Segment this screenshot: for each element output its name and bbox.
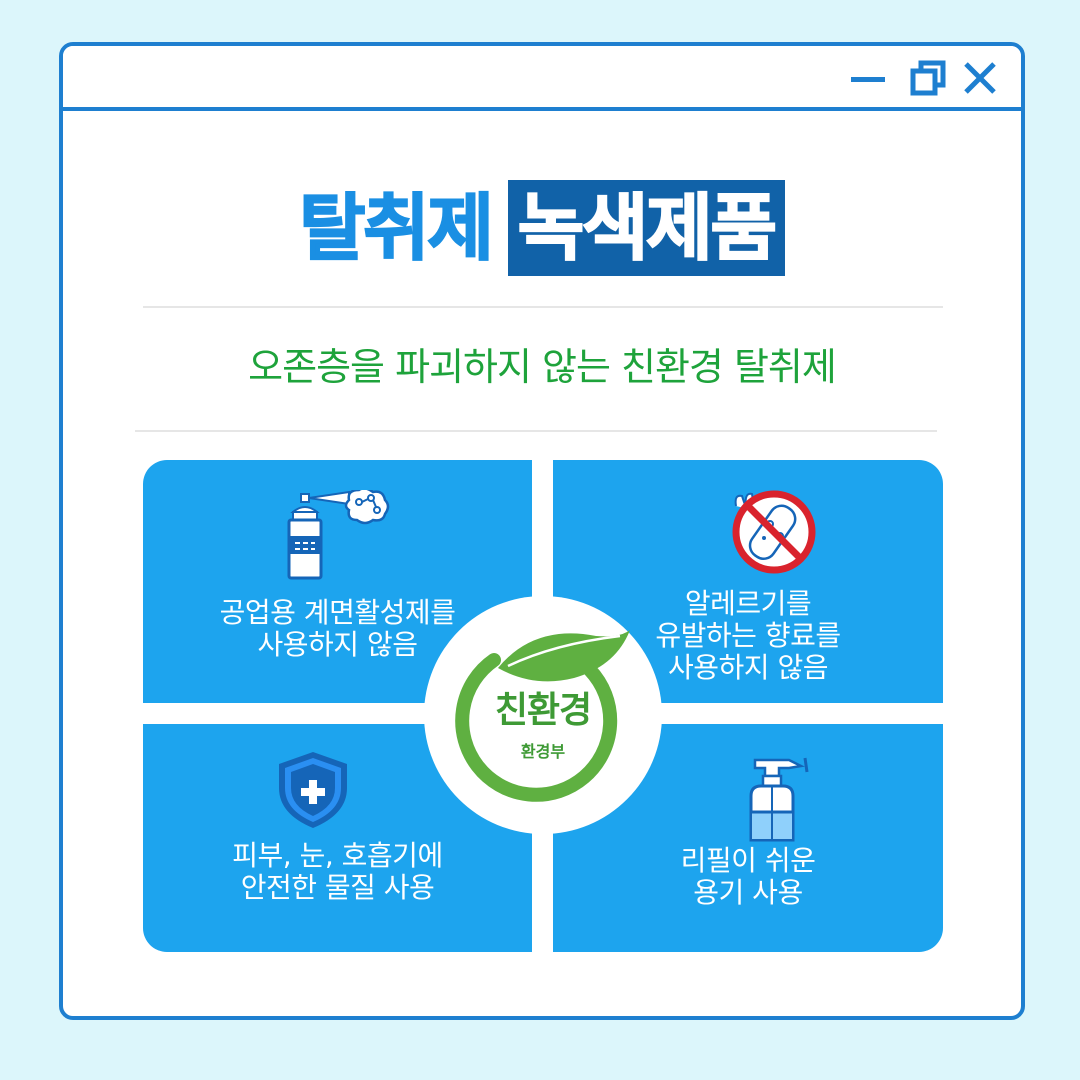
subtitle: 오존층을 파괴하지 않는 친환경 탈취제	[248, 345, 837, 389]
eco-leaf-logo	[455, 630, 630, 802]
spray-bottle-icon	[737, 754, 813, 848]
feature-text: 피부, 눈, 호흡기에 안전한 물질 사용	[232, 839, 443, 904]
eco-certification-badge: 친환경 환경부	[424, 596, 662, 834]
title-part-2-highlight: 녹색제품	[507, 180, 785, 276]
badge-issuer: 환경부	[520, 742, 566, 761]
feature-text: 공업용 계면활성제를 사용하지 않음	[219, 596, 456, 661]
feature-text: 알레르기를 유발하는 향료를 사용하지 않음	[655, 587, 841, 684]
spray-can-icon	[279, 487, 391, 584]
badge-title: 친환경	[494, 690, 592, 731]
title-bar	[63, 46, 1021, 111]
divider-top	[143, 306, 943, 308]
close-icon[interactable]	[961, 60, 1001, 100]
maximize-icon[interactable]	[909, 60, 949, 100]
minimize-icon[interactable]	[849, 60, 889, 100]
feature-text: 리필이 쉬운 용기 사용	[680, 844, 816, 909]
title-part-1: 탈취제	[298, 185, 495, 271]
no-allergen-icon	[726, 486, 822, 580]
divider-bottom	[135, 430, 937, 432]
shield-plus-icon	[273, 750, 353, 834]
